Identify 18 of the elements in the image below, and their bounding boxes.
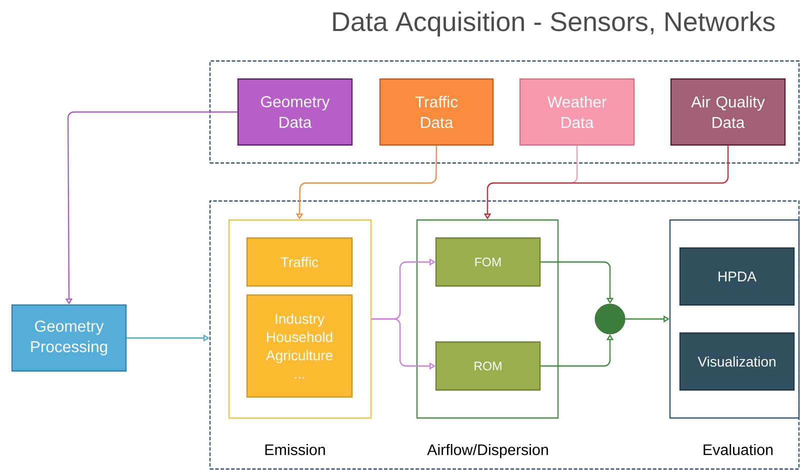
dashed-group-frame bbox=[209, 200, 800, 470]
node-label: Emission bbox=[265, 444, 325, 456]
process-box: Industry Household Agriculture ... bbox=[246, 294, 353, 398]
process-box: FOM bbox=[435, 237, 541, 287]
process-box: Geometry Data bbox=[237, 78, 353, 146]
title: Data Acquisition - Sensors, Networks bbox=[333, 11, 775, 37]
node-label: Airflow/Dispersion bbox=[427, 444, 548, 458]
merge-circle bbox=[594, 304, 626, 334]
node-label: Evaluation bbox=[704, 444, 773, 456]
process-box: Weather Data bbox=[519, 78, 635, 146]
process-box: HPDA bbox=[679, 247, 795, 306]
process-box: Air Quality Data bbox=[670, 78, 786, 146]
dashed-group-frame bbox=[209, 60, 800, 164]
process-box: ROM bbox=[435, 341, 541, 391]
process-box: Geometry Processing bbox=[11, 304, 127, 372]
process-box: Visualization bbox=[679, 332, 795, 391]
process-box: Traffic bbox=[246, 237, 353, 287]
process-box: Traffic Data bbox=[379, 78, 494, 146]
